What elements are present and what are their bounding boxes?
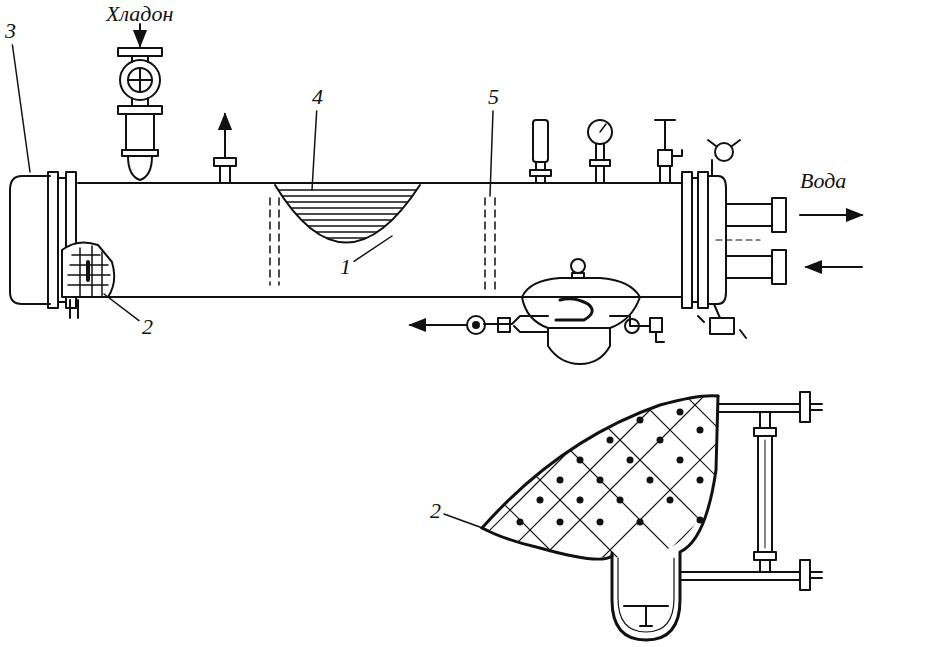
callout-number: 3 — [5, 20, 16, 42]
leader-line — [104, 294, 139, 321]
medium-label: Вода — [800, 170, 846, 192]
leader-line — [354, 236, 392, 261]
callout-number: 2 — [430, 500, 441, 522]
callout-number: 2 — [142, 316, 153, 338]
leader-line — [490, 111, 493, 196]
callout-number: 5 — [488, 86, 499, 108]
callout-number: 4 — [312, 86, 323, 108]
callout-number: 1 — [340, 256, 351, 278]
leader-line — [12, 45, 30, 172]
leader-line — [444, 514, 488, 530]
medium-label: Хладон — [106, 3, 173, 25]
leader-line — [312, 111, 317, 190]
